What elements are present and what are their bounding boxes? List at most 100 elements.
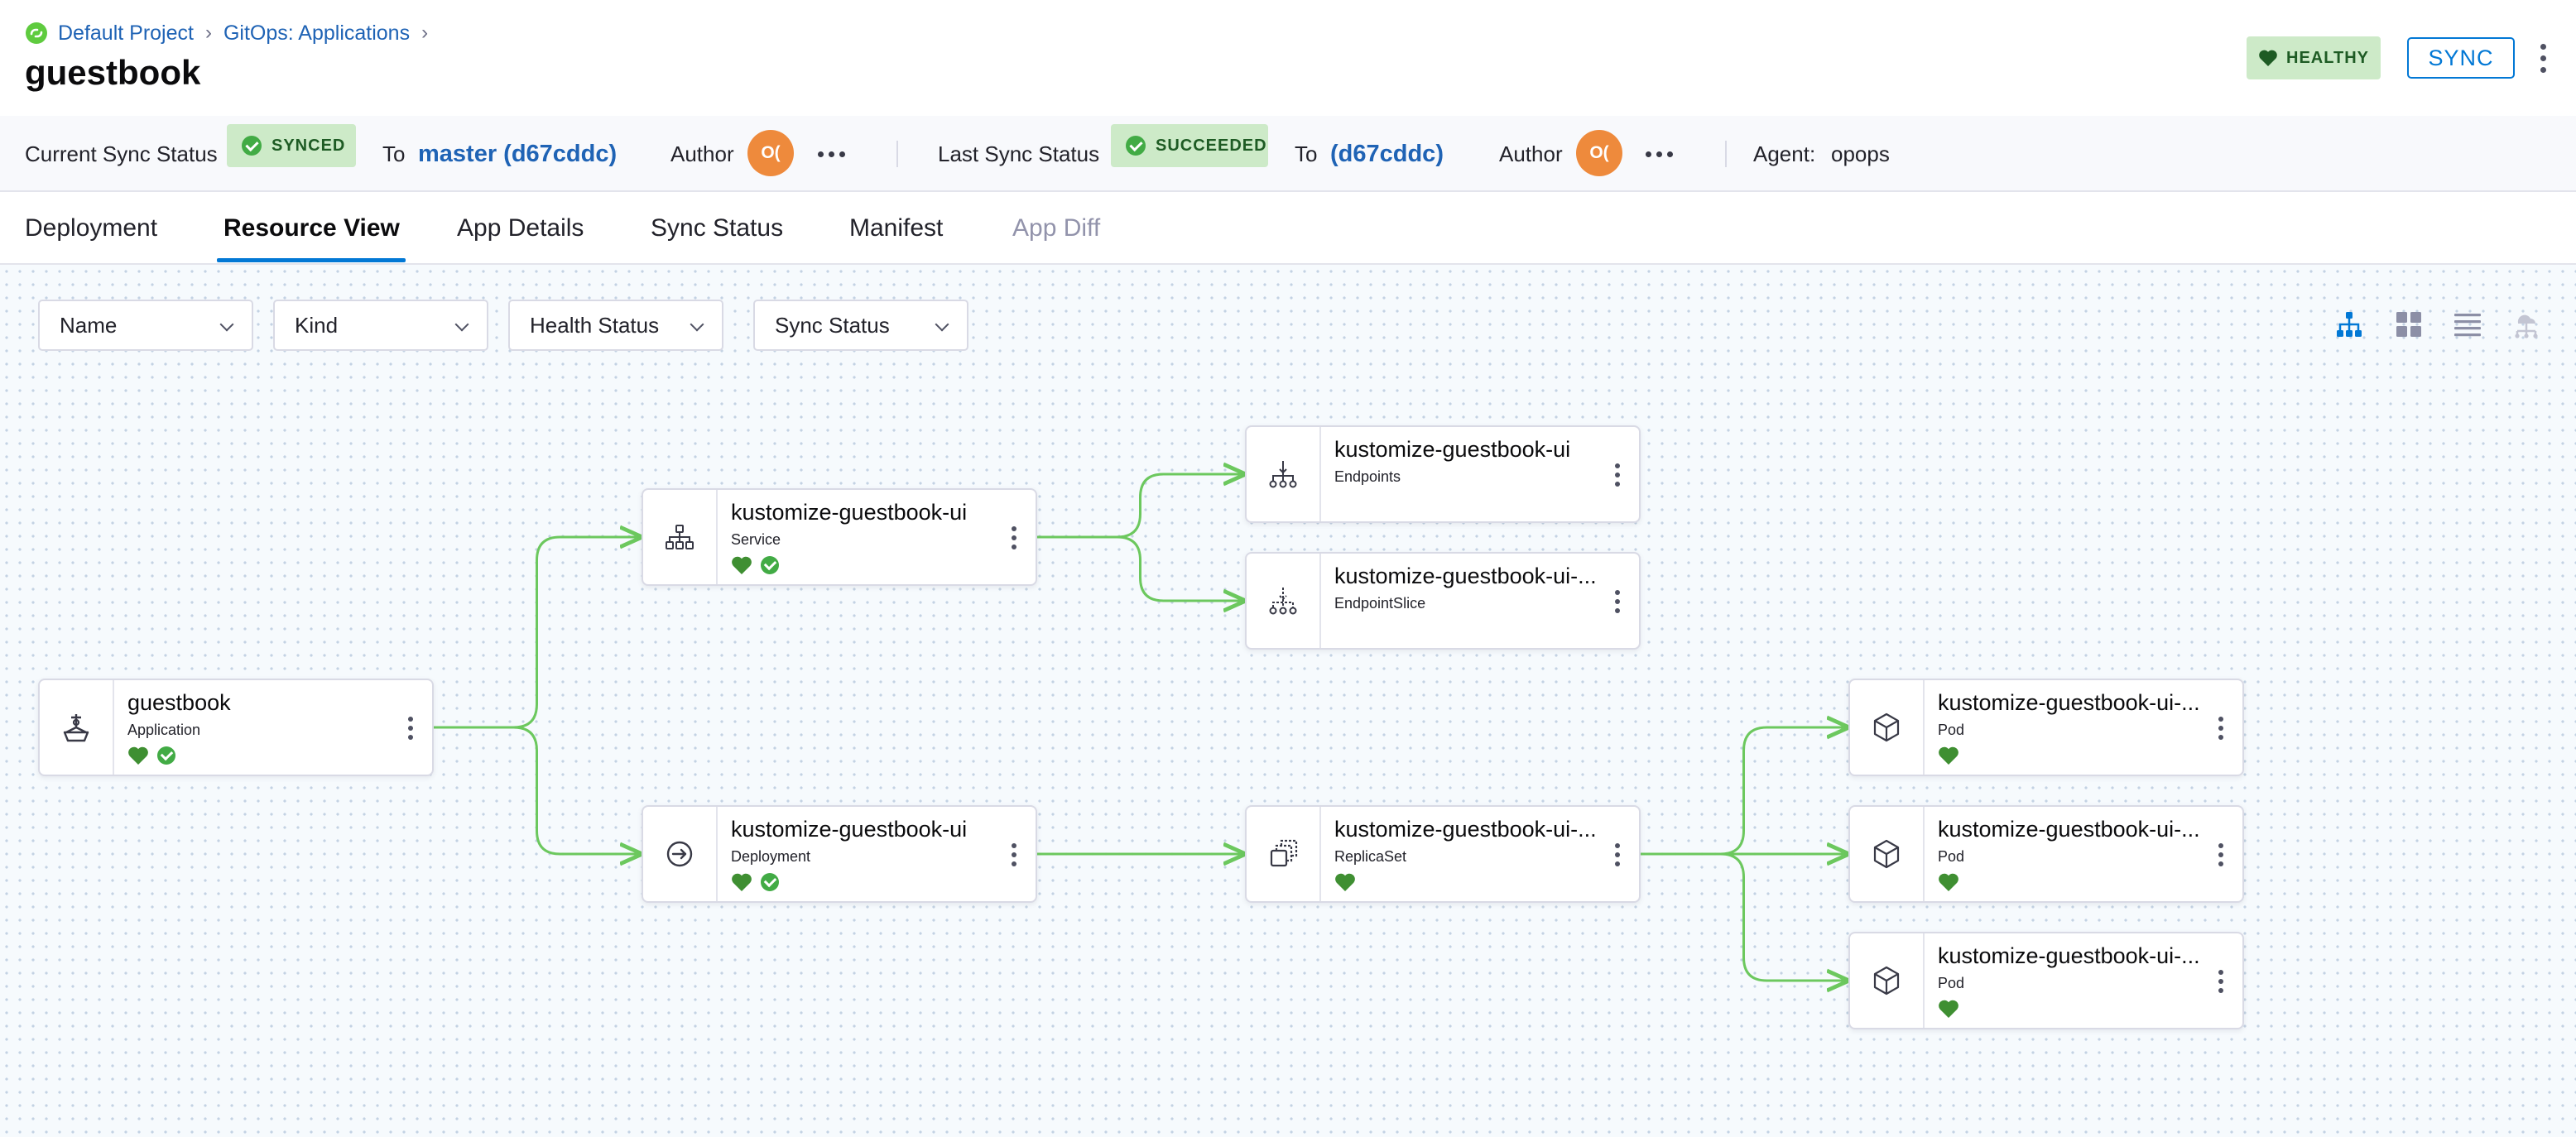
more-options-icon[interactable] <box>2533 36 2553 79</box>
synced-check-icon <box>761 556 779 574</box>
node-more-options-icon[interactable] <box>1009 520 1019 556</box>
tree-view-icon[interactable] <box>2328 303 2371 346</box>
resource-status <box>731 554 779 576</box>
node-more-options-icon[interactable] <box>1612 837 1622 873</box>
resource-kind: ReplicaSet <box>1334 848 1407 865</box>
filter-label: Health Status <box>530 312 660 338</box>
resource-name: guestbook <box>127 690 231 715</box>
resource-name: kustomize-guestbook-ui-... <box>1334 817 1597 842</box>
tab-sync-status[interactable]: Sync Status <box>651 214 784 242</box>
service-icon <box>643 490 718 584</box>
sync-button[interactable]: SYNC <box>2407 37 2515 79</box>
pod-icon <box>1850 680 1925 775</box>
pod-icon <box>1850 807 1925 901</box>
node-more-options-icon[interactable] <box>1612 583 1622 620</box>
current-revision-link[interactable]: master (d67cddc) <box>418 141 618 167</box>
synced-check-icon <box>761 873 779 891</box>
resource-kind: Application <box>127 722 201 738</box>
edge-rs-to-pod3 <box>1641 852 1847 981</box>
edge-rs-to-pod1 <box>1641 727 1847 856</box>
last-revision-link[interactable]: (d67cddc) <box>1330 141 1444 167</box>
application-icon <box>40 680 114 775</box>
resource-node-replicaset[interactable]: kustomize-guestbook-ui-... ReplicaSet <box>1245 805 1641 903</box>
chevron-right-icon: › <box>204 22 212 44</box>
list-view-icon[interactable] <box>2446 303 2489 346</box>
last-sync-status-label: Last Sync Status <box>938 142 1100 166</box>
resource-name: kustomize-guestbook-ui-... <box>1938 690 2200 715</box>
resource-node-application[interactable]: guestbook Application <box>38 679 434 776</box>
chevron-down-icon <box>219 317 234 332</box>
health-status-filter-dropdown[interactable]: Health Status <box>508 300 723 351</box>
current-sync-badge-label: SYNCED <box>272 136 346 155</box>
app-header: Default Project › GitOps: Applications ›… <box>0 0 2576 116</box>
resource-node-endpointslice[interactable]: kustomize-guestbook-ui-... EndpointSlice <box>1245 552 1641 650</box>
resource-kind: Deployment <box>731 848 811 865</box>
health-status-label: HEALTHY <box>2286 48 2369 67</box>
more-horizontal-icon[interactable] <box>818 116 845 192</box>
resource-name: kustomize-guestbook-ui-... <box>1938 943 2200 968</box>
tab-resource-view[interactable]: Resource View <box>223 214 400 242</box>
project-icon <box>26 22 47 44</box>
node-more-options-icon[interactable] <box>2216 837 2226 873</box>
resource-node-endpoints[interactable]: kustomize-guestbook-ui Endpoints <box>1245 425 1641 523</box>
filter-label: Kind <box>295 312 339 338</box>
endpointslice-icon <box>1247 554 1321 648</box>
breadcrumb-section-link[interactable]: GitOps: Applications <box>223 21 411 45</box>
breadcrumb: Default Project › GitOps: Applications › <box>25 20 440 46</box>
chevron-down-icon <box>690 317 704 332</box>
tab-app-details[interactable]: App Details <box>457 214 584 242</box>
resource-kind: Pod <box>1938 722 1965 738</box>
healthy-heart-icon <box>1938 746 1959 765</box>
tab-manifest[interactable]: Manifest <box>849 214 944 242</box>
resource-status <box>1334 871 1356 893</box>
resource-name: kustomize-guestbook-ui <box>731 500 968 525</box>
deployment-icon <box>643 807 718 901</box>
resource-graph-canvas[interactable]: Name Kind Health Status Sync Status <box>0 265 2576 1137</box>
edge-app-to-dep <box>434 726 640 854</box>
node-more-options-icon[interactable] <box>1612 457 1622 493</box>
to-label: To <box>1295 142 1318 166</box>
name-filter-dropdown[interactable]: Name <box>38 300 253 351</box>
resource-node-deployment[interactable]: kustomize-guestbook-ui Deployment <box>642 805 1037 903</box>
more-horizontal-icon[interactable] <box>1646 116 1673 192</box>
node-more-options-icon[interactable] <box>2216 963 2226 1000</box>
chevron-down-icon <box>935 317 949 332</box>
chevron-down-icon <box>454 317 469 332</box>
tab-app-diff[interactable]: App Diff <box>1012 214 1101 242</box>
sync-status-filter-dropdown[interactable]: Sync Status <box>753 300 968 351</box>
chevron-right-icon: › <box>421 22 429 44</box>
breadcrumb-project-link[interactable]: Default Project <box>58 21 194 45</box>
network-view-icon[interactable] <box>2505 303 2548 346</box>
author-avatar[interactable]: O( <box>747 130 794 176</box>
healthy-heart-icon <box>1334 872 1356 892</box>
resource-name: kustomize-guestbook-ui <box>731 817 968 842</box>
node-more-options-icon[interactable] <box>406 710 416 746</box>
resource-status <box>731 871 779 893</box>
author-label: Author <box>670 142 734 166</box>
divider <box>896 141 898 167</box>
author-avatar[interactable]: O( <box>1576 130 1622 176</box>
grid-view-icon[interactable] <box>2387 303 2430 346</box>
replicaset-icon <box>1247 807 1321 901</box>
resource-node-service[interactable]: kustomize-guestbook-ui Service <box>642 488 1037 586</box>
resource-node-pod[interactable]: kustomize-guestbook-ui-... Pod <box>1848 679 2244 776</box>
resource-graph-edges <box>434 265 2576 1137</box>
last-sync-badge: SUCCEEDED <box>1111 124 1268 167</box>
resource-node-pod[interactable]: kustomize-guestbook-ui-... Pod <box>1848 805 2244 903</box>
current-sync-status-label: Current Sync Status <box>25 142 218 166</box>
check-circle-icon <box>242 136 262 156</box>
page-title: guestbook <box>25 53 201 92</box>
node-more-options-icon[interactable] <box>1009 837 1019 873</box>
edge-svc-to-eps <box>1037 535 1243 601</box>
node-more-options-icon[interactable] <box>2216 710 2226 746</box>
health-status-badge: HEALTHY <box>2247 36 2381 79</box>
resource-name: kustomize-guestbook-ui-... <box>1334 564 1597 588</box>
resource-name: kustomize-guestbook-ui-... <box>1938 817 2200 842</box>
to-label: To <box>382 142 406 166</box>
healthy-heart-icon <box>731 555 752 575</box>
kind-filter-dropdown[interactable]: Kind <box>273 300 488 351</box>
filter-label: Sync Status <box>775 312 890 338</box>
tab-bar: Deployment Resource View App Details Syn… <box>0 192 2576 265</box>
tab-deployment[interactable]: Deployment <box>25 214 158 242</box>
resource-node-pod[interactable]: kustomize-guestbook-ui-... Pod <box>1848 932 2244 1029</box>
